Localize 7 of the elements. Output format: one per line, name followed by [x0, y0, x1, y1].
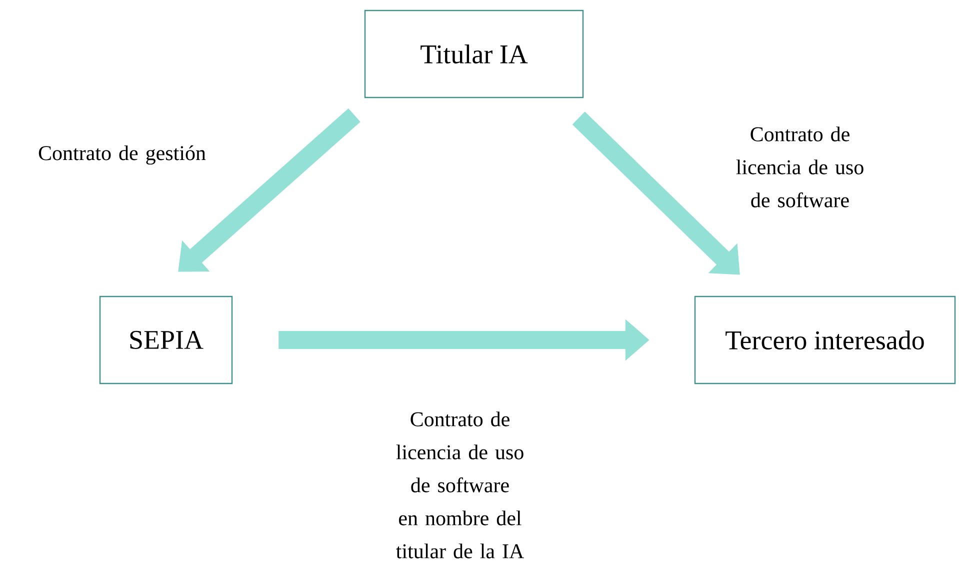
text-box: Titular IA [364, 10, 584, 98]
edge-label: Contrato de gestión [38, 145, 206, 165]
edge-label: Contrato de licencia de uso de software en nombre del titular de la IA [396, 412, 524, 558]
text-box: SEPIA [99, 296, 233, 384]
arrow [572, 112, 740, 275]
text-box: Tercero interesado [694, 296, 956, 384]
edge-label: Contrato de licencia de uso de software [736, 126, 864, 208]
